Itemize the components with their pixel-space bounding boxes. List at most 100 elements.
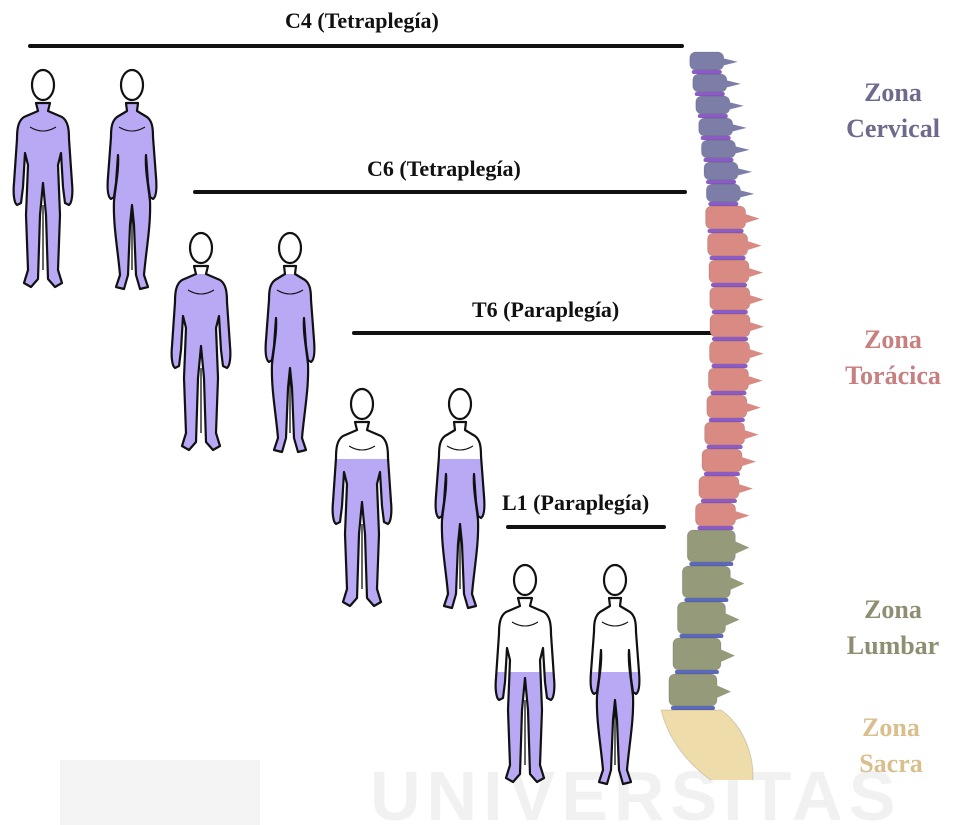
vertebra-process [732,510,750,522]
zone-lumbar-line2: Lumbar [828,628,955,664]
figure-c4-male [8,65,78,305]
vertebra-process [735,483,753,495]
vertebra [707,395,747,418]
intervertebral-disc [675,670,719,674]
zone-cervical-line1: Zona [828,75,955,111]
intervertebral-disc [701,499,737,503]
intervertebral-disc [712,310,748,314]
vertebra-process [746,321,764,333]
head [32,70,54,100]
level-line-c4 [28,44,684,48]
intervertebral-disc [710,391,746,395]
figure-l1-female [580,560,650,800]
vertebra [696,96,730,114]
zone-sacra-line2: Sacra [826,746,955,782]
vertebra [708,233,748,256]
vertebra [706,206,746,229]
vertebra [687,530,735,562]
zone-sacra-line1: Zona [826,710,955,746]
vertebra [709,260,749,283]
vertebra-process [741,429,759,441]
intervertebral-disc [679,634,723,638]
head [351,389,373,419]
level-label-t6: T6 (Paraplegía) [472,297,619,323]
vertebra-process [742,213,760,225]
zone-label-sacra: Zona Sacra [826,710,955,782]
zone-toracica-line2: Torácica [828,358,955,394]
vertebra [696,503,736,526]
watermark-logo [60,760,260,825]
level-label-c6: C6 (Tetraplegía) [367,156,521,182]
head [190,233,212,263]
vertebra [706,184,740,202]
vertebra-process [717,648,735,664]
level-label-c4: C4 (Tetraplegía) [285,8,439,34]
figure-c6-male [166,228,236,468]
vertebra [669,674,717,706]
intervertebral-disc [711,283,747,287]
intervertebral-disc [708,202,738,206]
vertebra [701,140,735,158]
head [449,389,471,419]
intervertebral-disc [703,158,733,162]
vertebra [710,314,750,337]
sacrum [661,710,753,780]
intervertebral-disc [709,418,745,422]
vertebra [673,638,721,670]
zone-label-toracica: Zona Torácica [828,322,955,394]
intervertebral-disc [698,114,728,118]
figure-c6-female [255,228,325,468]
zone-lumbar-line1: Zona [828,592,955,628]
vertebra-process [713,684,731,700]
vertebra [690,52,724,70]
vertebra-process [746,294,764,306]
vertebra-process [726,101,744,110]
level-line-c6 [193,190,687,194]
vertebra [693,74,727,92]
zone-cervical-line2: Cervical [828,111,955,147]
vertebra-process [731,540,749,556]
figure-t6-male [327,384,397,624]
vertebra [704,162,738,180]
intervertebral-disc [695,92,725,96]
spine-illustration [660,40,810,780]
zone-toracica-line1: Zona [828,322,955,358]
head [604,565,626,595]
vertebra [710,341,750,364]
vertebra-process [745,267,763,279]
intervertebral-disc [706,180,736,184]
intervertebral-disc [707,445,743,449]
intervertebral-disc [712,337,748,341]
vertebra-process [744,240,762,252]
vertebra [708,368,748,391]
vertebra-process [731,145,749,154]
vertebra-process [744,375,762,387]
head [121,70,143,100]
vertebra-process [736,189,754,198]
intervertebral-disc [710,256,746,260]
level-line-l1 [506,525,666,529]
intervertebral-disc [671,706,715,710]
zone-label-cervical: Zona Cervical [828,75,955,147]
vertebra-process [746,348,764,360]
vertebra-process [743,402,761,414]
vertebra [705,422,745,445]
vertebra-process [729,123,747,132]
vertebra-process [734,167,752,176]
figure-c4-female [97,65,167,305]
zone-label-lumbar: Zona Lumbar [828,592,955,664]
intervertebral-disc [712,364,748,368]
vertebra [677,602,725,634]
vertebra-process [738,456,756,468]
vertebra-process [720,57,738,66]
vertebra [699,476,739,499]
vertebra-process [726,576,744,592]
head [279,233,301,263]
intervertebral-disc [692,70,722,74]
intervertebral-disc [701,136,731,140]
head [514,565,536,595]
vertebra [699,118,733,136]
figure-l1-male [490,560,560,800]
figure-t6-female [425,384,495,624]
vertebra [710,287,750,310]
